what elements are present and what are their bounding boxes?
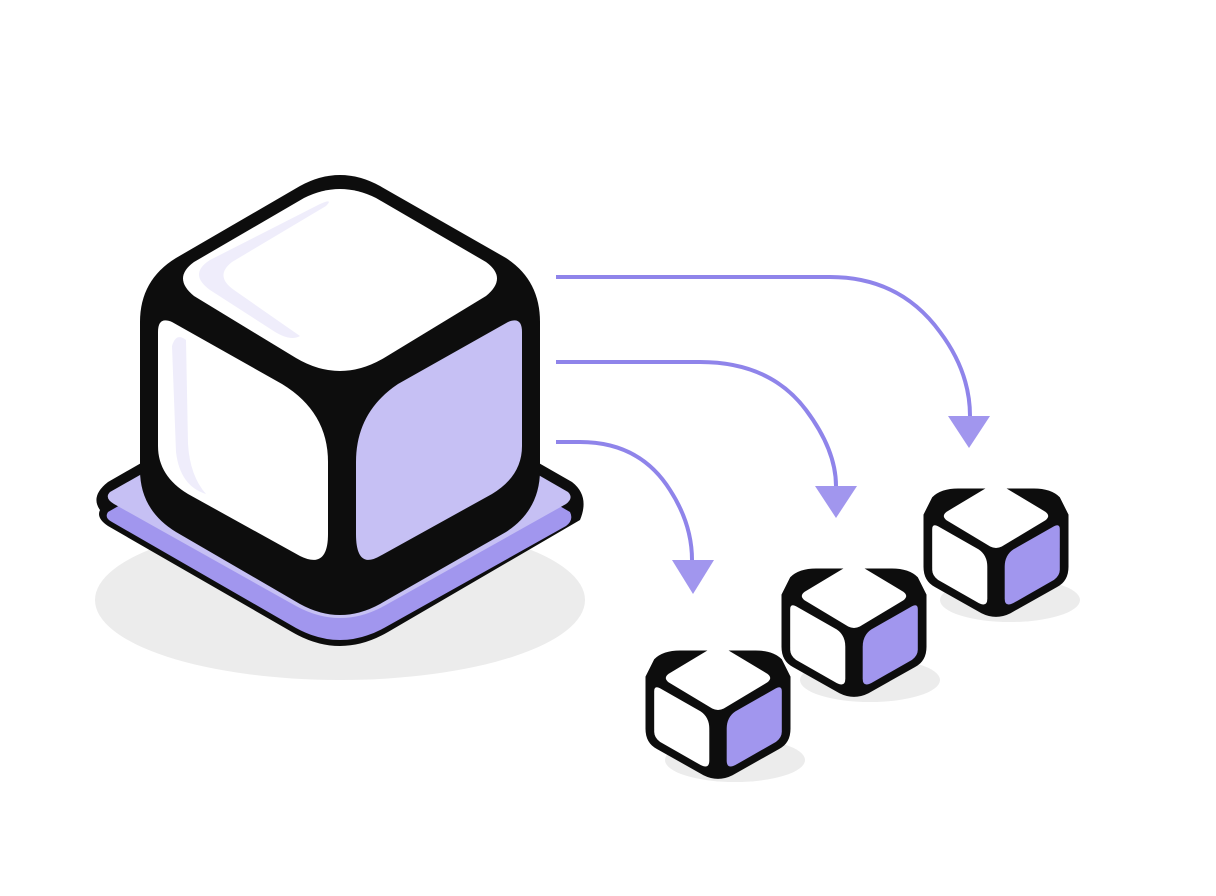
- arrow-to-target-3: [556, 275, 972, 417]
- arrow-to-target-2: [556, 360, 838, 487]
- connector-arrows: [556, 275, 990, 594]
- arrowhead-target-3: [948, 416, 990, 448]
- arrow-to-target-1: [556, 440, 694, 561]
- source-cube: [140, 175, 540, 615]
- arrowhead-target-2: [815, 486, 857, 518]
- source-cube-left-face: [158, 320, 328, 560]
- source-cube-left-highlight: [172, 337, 206, 494]
- arrowhead-target-1: [672, 560, 714, 594]
- source-cube-right-face: [356, 320, 522, 560]
